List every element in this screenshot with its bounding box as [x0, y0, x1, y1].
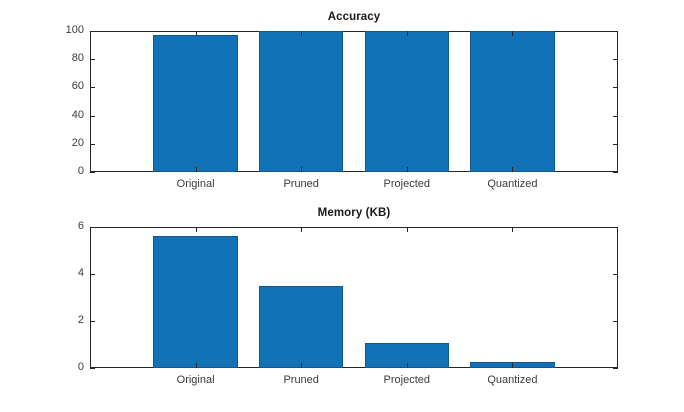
xtick-mark	[301, 167, 303, 172]
xtick-mark	[301, 227, 303, 232]
plot-area-memory	[90, 227, 618, 368]
xtick-label-projected: Projected	[383, 178, 431, 190]
xtick-mark	[406, 167, 408, 172]
xtick-mark	[195, 167, 197, 172]
ytick-mark	[90, 321, 95, 322]
ytick-mark	[90, 59, 95, 61]
ytick-mark	[90, 274, 95, 275]
bar-projected	[364, 343, 450, 368]
ytick-label: 40	[71, 108, 84, 121]
bar-quantized	[470, 31, 555, 172]
ytick-mark	[613, 87, 618, 89]
xtick-label-quantized: Quantized	[487, 178, 538, 190]
ytick-mark	[613, 59, 618, 61]
xtick-label-pruned: Pruned	[283, 374, 319, 386]
xtick-mark	[301, 363, 303, 368]
ytick-mark	[90, 143, 95, 145]
bar-projected	[364, 31, 450, 172]
chart-title-accuracy: Accuracy	[327, 11, 381, 23]
ytick-mark	[90, 115, 95, 117]
xtick-mark	[195, 31, 197, 36]
ytick-mark	[613, 274, 618, 275]
ytick-mark	[90, 227, 95, 228]
ytick-mark	[613, 115, 618, 117]
xtick-label-projected: Projected	[383, 374, 431, 386]
ytick-label: 2	[77, 314, 84, 326]
xtick-label-quantized: Quantized	[487, 374, 538, 386]
plot-area-accuracy	[90, 31, 618, 172]
bar-pruned	[258, 31, 344, 172]
ytick-label: 0	[77, 361, 84, 373]
ytick-mark	[613, 368, 618, 369]
chart-title-memory: Memory (KB)	[317, 207, 391, 219]
ytick-mark	[90, 87, 95, 89]
xtick-mark	[195, 363, 197, 368]
xtick-mark	[512, 167, 514, 172]
xtick-mark	[512, 363, 514, 368]
ytick-mark	[90, 368, 95, 369]
xtick-mark	[512, 31, 514, 36]
xtick-mark	[195, 227, 197, 232]
ytick-mark	[613, 143, 618, 145]
xtick-label-original: Original	[176, 178, 215, 190]
ytick-mark	[90, 172, 95, 173]
ytick-label: 20	[71, 136, 84, 149]
xtick-label-original: Original	[176, 374, 215, 386]
ytick-mark	[90, 31, 95, 32]
ytick-label: 0	[77, 165, 84, 177]
bar-pruned	[258, 285, 344, 368]
ytick-label: 4	[77, 267, 84, 279]
xtick-mark	[512, 227, 514, 232]
bar-original	[153, 236, 238, 368]
ytick-mark	[613, 321, 618, 322]
xtick-mark	[406, 227, 408, 232]
ytick-label: 100	[65, 24, 84, 36]
xtick-mark	[301, 31, 303, 36]
ytick-label: 60	[71, 80, 84, 93]
bar-original	[153, 35, 238, 172]
ytick-mark	[613, 227, 618, 228]
ytick-mark	[613, 31, 618, 32]
xtick-mark	[406, 363, 408, 368]
xtick-label-pruned: Pruned	[283, 178, 319, 190]
ytick-label: 80	[71, 52, 84, 65]
xtick-mark	[406, 31, 408, 36]
ytick-mark	[613, 172, 618, 173]
ytick-label: 6	[77, 220, 84, 232]
